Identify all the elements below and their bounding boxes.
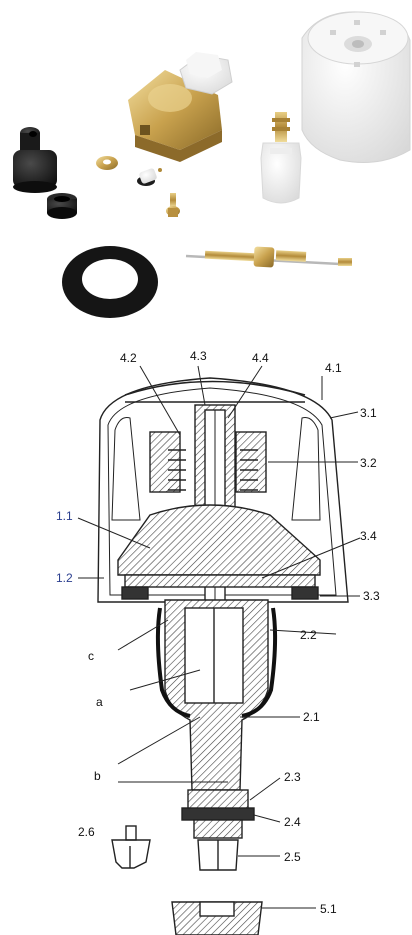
white-plastic-tip [137, 168, 162, 186]
label-3-4: 3.4 [360, 529, 377, 543]
spring [168, 449, 258, 491]
part-5-1 [171, 901, 263, 935]
brass-washer [96, 156, 118, 170]
label-b: b [94, 769, 101, 783]
label-3-3: 3.3 [363, 589, 380, 603]
label-1-2: 1.2 [56, 571, 73, 585]
label-a: a [96, 695, 103, 709]
rubber-gasket-ring [62, 246, 158, 318]
label-2-5: 2.5 [284, 850, 301, 864]
valve-insert-brass-white [128, 52, 233, 162]
label-5-1: 5.1 [320, 902, 337, 916]
label-4-1: 4.1 [325, 361, 342, 375]
cross-section-drawing [77, 365, 361, 935]
cap-nut-black [13, 127, 57, 193]
brass-fitting-with-white-sleeve [260, 112, 302, 204]
label-2-3: 2.3 [284, 770, 301, 784]
labels: 4.2 4.3 4.4 4.1 3.1 3.2 1.1 3.4 1.2 3.3 … [56, 349, 380, 916]
label-3-1: 3.1 [360, 406, 377, 420]
part-2-6 [111, 825, 151, 869]
top-dome [124, 380, 306, 396]
small-ring-black [47, 193, 77, 219]
label-3-2: 3.2 [360, 456, 377, 470]
housing-outline [97, 377, 349, 603]
label-1-1: 1.1 [56, 509, 73, 523]
label-2-1: 2.1 [303, 710, 320, 724]
small-brass-screw [166, 193, 180, 217]
label-c: c [88, 649, 94, 663]
parts-photo [13, 11, 411, 318]
label-4-4: 4.4 [252, 351, 269, 365]
label-2-6: 2.6 [78, 825, 95, 839]
label-4-3: 4.3 [190, 349, 207, 363]
label-4-2: 4.2 [120, 351, 137, 365]
leader-lines [77, 365, 361, 909]
long-brass-spindle [185, 246, 352, 268]
label-2-4: 2.4 [284, 815, 301, 829]
white-cap [301, 11, 411, 163]
label-2-2: 2.2 [300, 628, 317, 642]
diaphragm-cone [117, 504, 321, 576]
